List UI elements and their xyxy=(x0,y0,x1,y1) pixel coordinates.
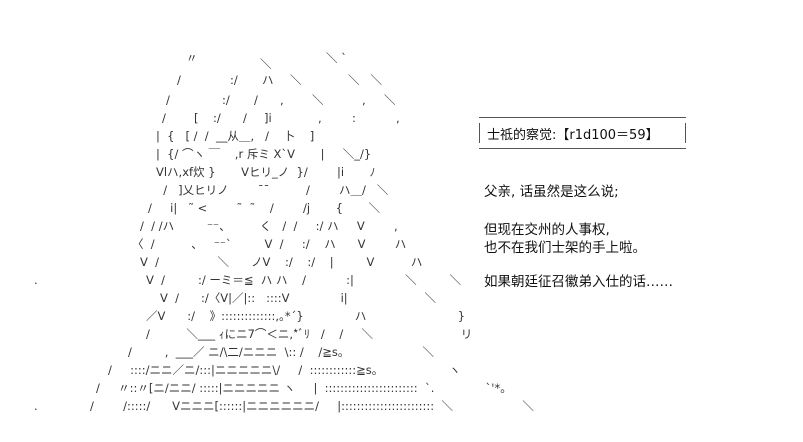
svg-text:＼ ＼: ＼ ＼ xyxy=(348,73,382,87)
svg-text:＼: ＼ xyxy=(290,73,302,87)
dialogue-line-3: 也不在我们士架的手上啦。 xyxy=(484,240,646,256)
svg-text:〈 / 、 ⁻⁻`: 〈 / 、 ⁻⁻` V / :/ ハ V ハ xyxy=(132,237,406,251)
svg-text:| {/ ⌒ヽ ￣ ,r 斥ミ X`V: | {/ ⌒ヽ ￣ ,r 斥ミ X`V | ＼_/} xyxy=(156,147,371,161)
svg-text:/ ]乂ヒリノ ¯¯ /: / ]乂ヒリノ ¯¯ / ハ＿/ ＼ xyxy=(156,183,389,197)
svg-text:/: / xyxy=(254,93,258,107)
svg-text:/: / xyxy=(177,73,181,87)
svg-text:,: , xyxy=(280,93,284,107)
svg-text:/ , ___／ ニ/\二/ニニニ \:: / , ___／ ニ/\二/ニニニ \:: / /≧s。 ＼ xyxy=(128,345,434,359)
svg-text:| { [ / / __从＿, / 卜: | { [ / / __从＿, / 卜 ] xyxy=(156,129,314,143)
svg-text:＼: ＼ xyxy=(312,93,324,107)
svg-text:＼: ＼ xyxy=(260,57,272,71)
svg-text:/ /:::::/ Vニニニ[:::: / /:::::/ Vニニニ[::::::|ニニニニニニ/ |:::::::::… xyxy=(90,399,534,413)
svg-text:[: [ xyxy=(194,111,199,125)
svg-text:,: , xyxy=(318,111,322,125)
svg-text:/ ::::/ニニ／ニ/:::|ニニニニニ\/: / ::::/ニニ／ニ/:::|ニニニニニ\/ / ::::::::::::≧s… xyxy=(108,363,461,377)
svg-text::/: :/ xyxy=(222,93,230,107)
svg-text:/ / /ハ ⁻⁻、 く: / / /ハ ⁻⁻、 く / / :/ ハ V , xyxy=(140,219,398,233)
svg-text:/ 〃::〃[ニ/ニニ/ :::::|ニニニニニ ヽ: / 〃::〃[ニ/ニニ/ :::::|ニニニニニ ヽ | :::::::::::… xyxy=(96,381,512,395)
svg-text:V / :/〈V|／|:: ::::V: V / :/〈V|／|:: ::::V i| ＼ xyxy=(160,291,436,305)
svg-text:.: . xyxy=(34,399,38,413)
svg-text:Vlハ,xf炊 } Vヒリ_ノ }/: Vlハ,xf炊 } Vヒリ_ノ }/ |i ﾉ xyxy=(156,165,375,179)
svg-text:V / ＼ ノV: V / ＼ ノV :/ :/ | V ハ xyxy=(140,255,422,269)
svg-text:/ i| ˜ < ˜ ˜: / i| ˜ < ˜ ˜ / /j { ＼ xyxy=(148,201,381,215)
svg-text:]i: ]i xyxy=(264,111,272,125)
svg-text:/: / xyxy=(166,93,170,107)
svg-text:,: , xyxy=(396,111,400,125)
svg-text::: : xyxy=(352,111,356,125)
svg-text:／V :/ 》::::::::::::::,: ／V :/ 》::::::::::::::,｡*´} ハ } xyxy=(146,309,465,323)
dialogue-line-4: 如果朝廷征召徽弟入仕的话…… xyxy=(484,274,673,290)
svg-text:ハ: ハ xyxy=(262,73,274,87)
svg-text:/ ＼___ ｨにニ7⌒＜ニ,*ﾞﾘ: / ＼___ ｨにニ7⌒＜ニ,*ﾞﾘ / / ＼ リ xyxy=(146,327,472,341)
dice-roll-box: 士祗的察觉:【r1d100＝59】 xyxy=(479,117,686,149)
dialogue-line-1: 父亲, 话虽然是这么说; xyxy=(484,184,619,200)
svg-text:＼ ˋ: ＼ ˋ xyxy=(326,51,347,65)
svg-text::/: :/ xyxy=(213,111,221,125)
dice-roll-text: 士祗的察觉:【r1d100＝59】 xyxy=(487,128,659,143)
svg-text:V / :/ ーミ＝≦ ハ ハ /: V / :/ ーミ＝≦ ハ ハ / :| ＼ ＼ xyxy=(146,273,461,287)
svg-text:,: , xyxy=(362,93,366,107)
svg-text:＼: ＼ xyxy=(384,93,396,107)
svg-text:/: / xyxy=(162,111,166,125)
svg-text:.: . xyxy=(34,273,38,287)
svg-text::/: :/ xyxy=(230,73,238,87)
svg-text:〃: 〃 xyxy=(186,51,198,65)
svg-text:/: / xyxy=(243,111,247,125)
dialogue-line-2: 但现在交州的人事权, xyxy=(484,222,610,238)
